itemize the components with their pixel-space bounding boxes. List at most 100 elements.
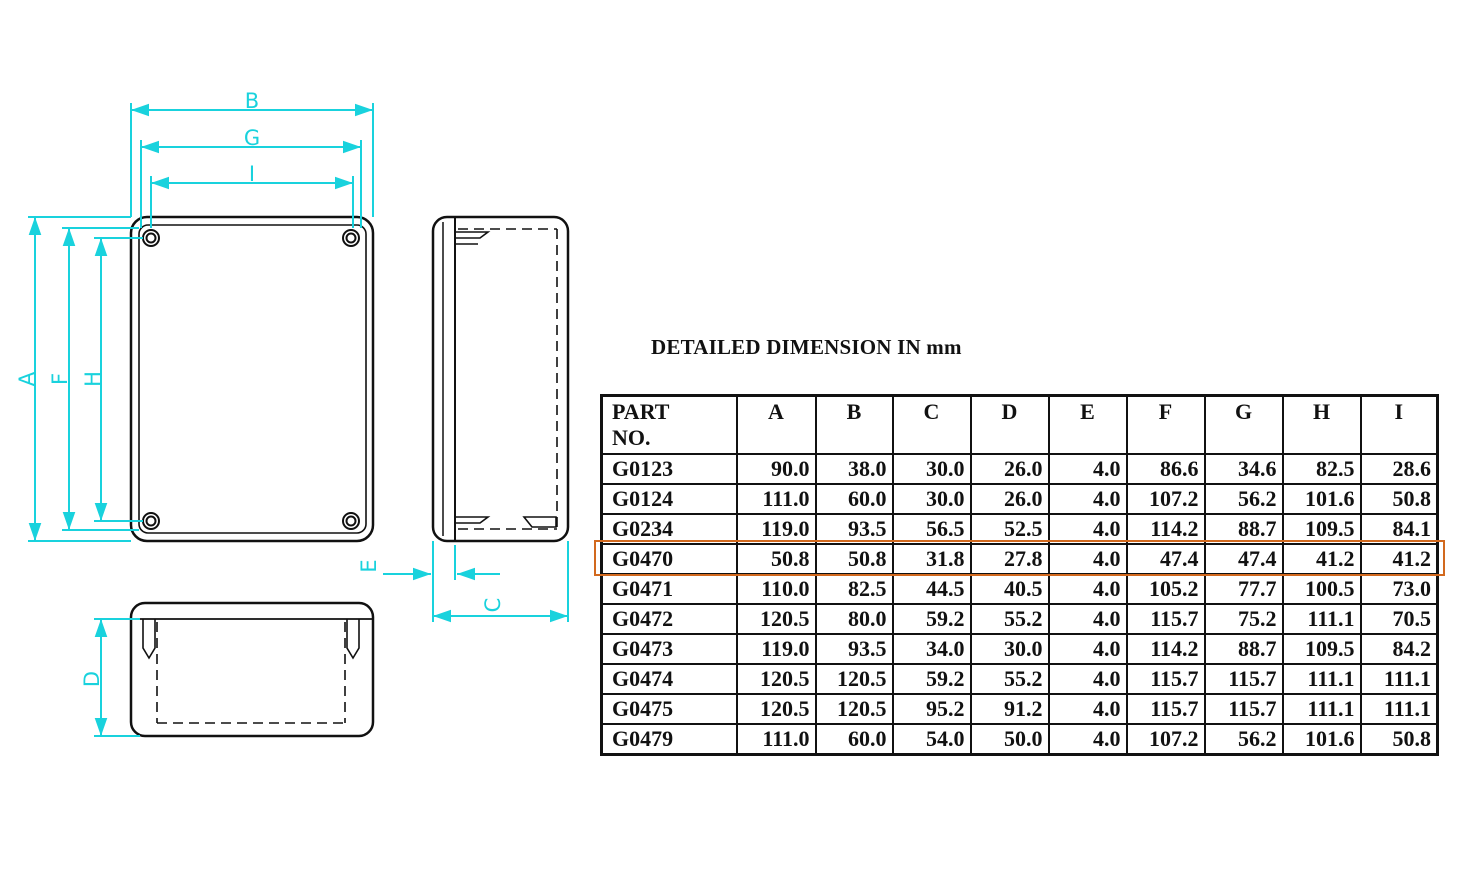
value-cell-h: 111.1: [1281, 693, 1362, 725]
value-cell-h: 41.2: [1281, 543, 1362, 575]
value-cell-d: 91.2: [969, 693, 1050, 725]
part-number-cell: G0471: [600, 573, 738, 605]
value-cell-f: 86.6: [1125, 453, 1206, 485]
value-cell-f: 115.7: [1125, 693, 1206, 725]
header-col-g: G: [1203, 394, 1284, 455]
dim-label-g: G: [244, 126, 260, 150]
header-part-line2: NO.: [612, 425, 651, 450]
header-col-f: F: [1125, 394, 1206, 455]
value-cell-d: 30.0: [969, 633, 1050, 665]
value-cell-h: 101.6: [1281, 483, 1362, 515]
value-cell-i: 50.8: [1359, 483, 1439, 515]
value-cell-b: 60.0: [814, 483, 894, 515]
value-cell-i: 50.8: [1359, 723, 1439, 756]
dim-label-a: A: [15, 371, 39, 386]
value-cell-g: 75.2: [1203, 603, 1284, 635]
value-cell-g: 115.7: [1203, 693, 1284, 725]
value-cell-b: 80.0: [814, 603, 894, 635]
part-number-cell: G0473: [600, 633, 738, 665]
value-cell-g: 77.7: [1203, 573, 1284, 605]
value-cell-a: 120.5: [735, 693, 817, 725]
header-col-b: B: [814, 394, 894, 455]
part-number-cell: G0234: [600, 513, 738, 545]
dim-label-b: B: [245, 89, 259, 113]
dimension-lines: [28, 103, 569, 737]
value-cell-b: 82.5: [814, 573, 894, 605]
value-cell-d: 50.0: [969, 723, 1050, 756]
value-cell-c: 44.5: [891, 573, 972, 605]
value-cell-b: 60.0: [814, 723, 894, 756]
part-number-cell: G0479: [600, 723, 738, 756]
dimension-labels: B G I A F H D E C: [15, 89, 505, 687]
value-cell-c: 95.2: [891, 693, 972, 725]
value-cell-f: 115.7: [1125, 663, 1206, 695]
value-cell-b: 93.5: [814, 513, 894, 545]
value-cell-c: 54.0: [891, 723, 972, 756]
part-number-cell: G0123: [600, 453, 738, 485]
value-cell-d: 26.0: [969, 453, 1050, 485]
value-cell-e: 4.0: [1047, 633, 1128, 665]
part-number-cell: G0472: [600, 603, 738, 635]
value-cell-g: 47.4: [1203, 543, 1284, 575]
value-cell-i: 73.0: [1359, 573, 1439, 605]
bottom-view: [129, 601, 375, 738]
dim-label-f: F: [48, 373, 72, 385]
value-cell-c: 30.0: [891, 483, 972, 515]
value-cell-f: 105.2: [1125, 573, 1206, 605]
value-cell-d: 40.5: [969, 573, 1050, 605]
value-cell-i: 111.1: [1359, 693, 1439, 725]
part-number-cell: G0124: [600, 483, 738, 515]
dim-label-e: E: [357, 559, 381, 572]
value-cell-f: 115.7: [1125, 603, 1206, 635]
table-title: DETAILED DIMENSION IN mm: [651, 335, 962, 359]
value-cell-h: 82.5: [1281, 453, 1362, 485]
value-cell-e: 4.0: [1047, 543, 1128, 575]
value-cell-g: 88.7: [1203, 513, 1284, 545]
dim-label-c: C: [481, 598, 505, 613]
value-cell-c: 59.2: [891, 663, 972, 695]
value-cell-i: 111.1: [1359, 663, 1439, 695]
header-col-c: C: [891, 394, 972, 455]
value-cell-c: 31.8: [891, 543, 972, 575]
value-cell-e: 4.0: [1047, 573, 1128, 605]
value-cell-f: 114.2: [1125, 513, 1206, 545]
value-cell-b: 38.0: [814, 453, 894, 485]
dim-label-h: H: [81, 371, 105, 387]
side-view: [431, 215, 570, 543]
value-cell-h: 101.6: [1281, 723, 1362, 756]
value-cell-i: 84.2: [1359, 633, 1439, 665]
value-cell-d: 55.2: [969, 603, 1050, 635]
value-cell-f: 107.2: [1125, 483, 1206, 515]
value-cell-b: 50.8: [814, 543, 894, 575]
dim-label-i: I: [249, 162, 255, 186]
value-cell-f: 107.2: [1125, 723, 1206, 756]
value-cell-e: 4.0: [1047, 513, 1128, 545]
part-number-cell: G0470: [600, 543, 738, 575]
value-cell-e: 4.0: [1047, 723, 1128, 756]
header-col-d: D: [969, 394, 1050, 455]
value-cell-a: 120.5: [735, 663, 817, 695]
value-cell-b: 120.5: [814, 663, 894, 695]
value-cell-e: 4.0: [1047, 453, 1128, 485]
header-col-e: E: [1047, 394, 1128, 455]
value-cell-e: 4.0: [1047, 603, 1128, 635]
value-cell-a: 50.8: [735, 543, 817, 575]
value-cell-i: 28.6: [1359, 453, 1439, 485]
value-cell-d: 27.8: [969, 543, 1050, 575]
value-cell-a: 111.0: [735, 723, 817, 756]
value-cell-g: 56.2: [1203, 483, 1284, 515]
value-cell-c: 59.2: [891, 603, 972, 635]
part-number-cell: G0474: [600, 663, 738, 695]
